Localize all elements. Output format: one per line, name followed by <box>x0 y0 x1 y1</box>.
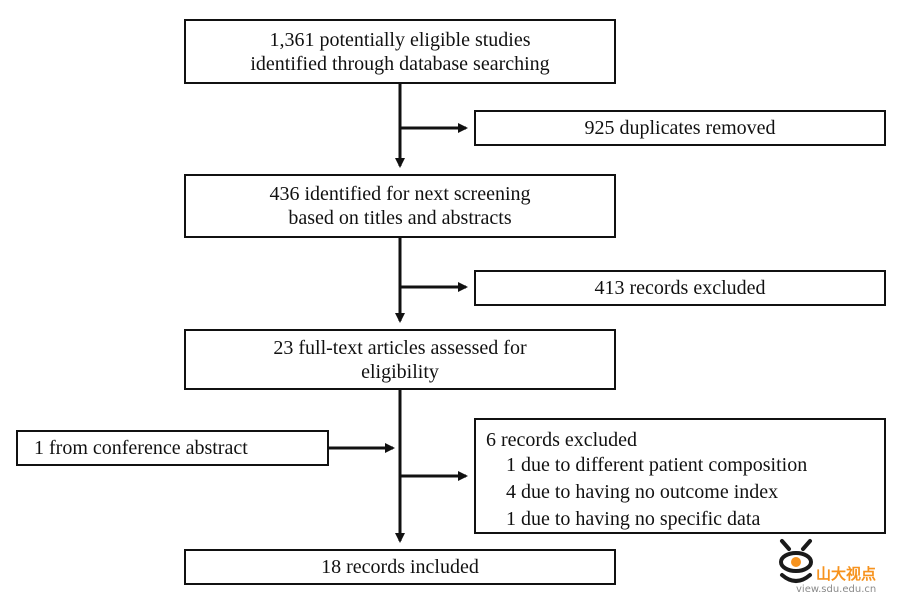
screening-line-1: 436 identified for next screening <box>269 183 531 205</box>
exclusion-reason: 1 due to having no specific data <box>506 508 761 530</box>
full-text-box: 23 full-text articles assessed for eligi… <box>184 329 616 390</box>
excluded-screening-text: 413 records excluded <box>594 277 766 299</box>
conference-box: 1 from conference abstract <box>16 430 329 466</box>
duplicates-box: 925 duplicates removed <box>474 110 886 146</box>
included-text: 18 records included <box>321 556 479 578</box>
included-box: 18 records included <box>184 549 616 585</box>
eye-logo-icon <box>779 539 813 583</box>
identified-line-1: 1,361 potentially eligible studies <box>269 28 531 51</box>
screening-line-2: based on titles and abstracts <box>288 207 512 229</box>
watermark-logo: 山大视点 view.sdu.edu.cn <box>776 537 900 600</box>
screening-box: 436 identified for next screening based … <box>184 174 616 238</box>
exclusion-reason: 1 due to different patient composition <box>506 454 808 476</box>
full-text-line-2: eligibility <box>361 360 439 383</box>
full-text-line-1: 23 full-text articles assessed for <box>273 336 527 359</box>
watermark-brand-text: 山大视点 <box>816 565 877 583</box>
watermark-url: view.sdu.edu.cn <box>796 584 877 595</box>
duplicates-text: 925 duplicates removed <box>584 117 776 139</box>
exclusion-reason: 4 due to having no outcome index <box>506 481 779 503</box>
identified-line-2: identified through database searching <box>250 52 550 75</box>
excluded-full-text-box: 6 records excluded 1 due to different pa… <box>474 418 886 534</box>
conference-text: 1 from conference abstract <box>34 437 248 459</box>
identified-box: 1,361 potentially eligible studies ident… <box>184 19 616 84</box>
excluded-screening-box: 413 records excluded <box>474 270 886 306</box>
excluded-full-text-title: 6 records excluded <box>486 429 638 451</box>
